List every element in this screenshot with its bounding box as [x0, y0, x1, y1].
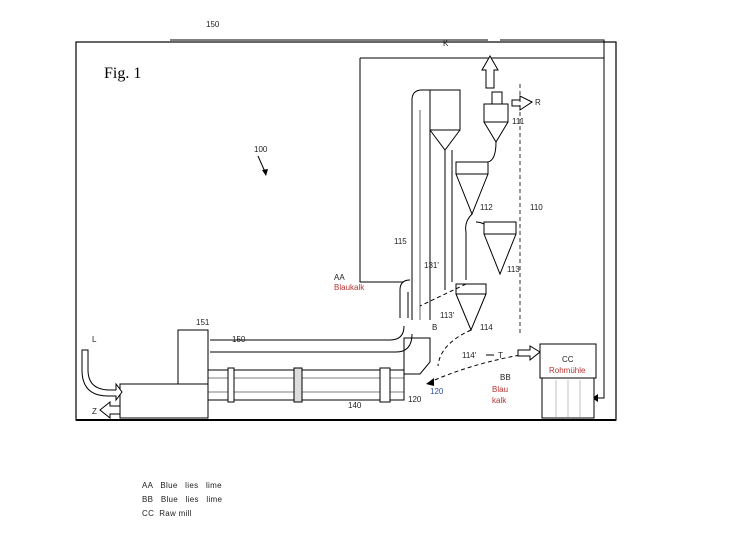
return-arrow-head — [592, 394, 598, 402]
feed-arrow-r — [511, 95, 533, 111]
kiln-inlet — [403, 337, 431, 375]
blue-label: 120 — [430, 387, 444, 396]
label-151: 151 — [196, 318, 210, 327]
label-140: 140 — [348, 401, 362, 410]
label-114: 114 — [480, 323, 493, 332]
input-l-arrow — [81, 349, 123, 402]
label-150: 150 — [232, 335, 246, 344]
legend-row-2: BB Blue lies lime — [142, 495, 223, 504]
top-cyclone-cone — [429, 129, 461, 151]
dashed-line-cc — [429, 351, 541, 383]
kiln-tyre-1 — [227, 367, 235, 403]
exhaust-arrow — [481, 54, 499, 89]
label-r: R — [535, 98, 541, 107]
dashed-arrow-head — [426, 378, 434, 386]
label-120: 120 — [408, 395, 422, 404]
label-k: K — [443, 39, 449, 48]
aa-small-label: AA — [334, 273, 345, 282]
rotary-kiln — [207, 369, 405, 401]
bb-text-2: kalk — [492, 396, 507, 405]
label-113: 113 — [507, 265, 520, 274]
bb-small-label: BB — [500, 373, 511, 382]
tertiary-duct-2 — [210, 333, 413, 353]
label-115: 115 — [394, 237, 407, 246]
label-114p: 114' — [462, 351, 477, 360]
link-111-112 — [487, 141, 497, 163]
cyclone-113 — [483, 221, 517, 235]
legend-row-1: AA Blue lies lime — [142, 481, 222, 490]
preheater-enclosure — [359, 58, 404, 283]
cyclone-112 — [455, 161, 489, 175]
aa-pipe — [399, 279, 411, 318]
label-113p: 113' — [440, 311, 455, 320]
cc-text: Rohmühle — [549, 366, 586, 375]
cyclone-111-top — [491, 91, 503, 105]
riser-duct — [411, 89, 431, 320]
dashed-line-113p — [419, 283, 467, 307]
cooler-base — [119, 383, 209, 419]
right-return-line — [500, 39, 605, 399]
bb-text-1: Blau — [492, 385, 508, 394]
aa-text: Blaukalk — [334, 283, 365, 292]
link-112-113 — [465, 213, 485, 280]
label-100: 100 — [254, 145, 268, 154]
label-t: T — [498, 351, 503, 360]
kiln-tyre-2 — [293, 367, 303, 403]
kiln-tyre-3 — [379, 367, 391, 403]
legend-row-3: CC Raw mill — [142, 509, 192, 518]
label-110: 110 — [530, 203, 543, 212]
label-b: B — [432, 323, 437, 332]
cyclone-111-cone — [483, 121, 509, 143]
tertiary-duct — [210, 325, 405, 341]
label-l: L — [92, 335, 97, 344]
label-131: 131' — [424, 261, 439, 270]
cyclone-114 — [455, 283, 487, 295]
label-112: 112 — [480, 203, 493, 212]
figure-title: Fig. 1 — [104, 65, 141, 82]
cyclone-111 — [483, 103, 509, 123]
top-cyclone-body — [429, 89, 461, 131]
label-111: 111 — [512, 117, 525, 126]
label-z: Z — [92, 407, 97, 416]
dashed-line-114 — [437, 329, 472, 367]
top-label: 150 — [206, 20, 220, 29]
cyclone-113-cone — [483, 233, 517, 276]
cc-small-label: CC — [562, 355, 574, 364]
arrow-100-head — [262, 169, 268, 176]
output-z-arrow — [99, 400, 121, 420]
arrow-t — [517, 345, 541, 362]
